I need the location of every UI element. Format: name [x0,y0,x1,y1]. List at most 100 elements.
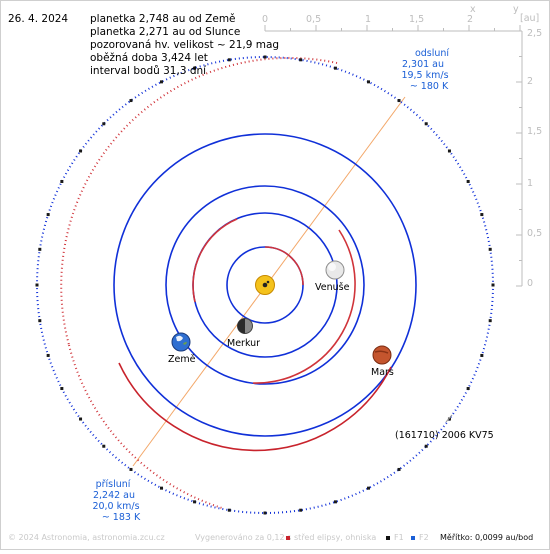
date-label: 26. 4. 2024 [8,13,69,25]
asteroid-position-point [79,149,83,153]
asteroid-position-point [299,58,303,62]
asteroid-position-point [263,511,267,515]
f2-legend: F2 [411,533,429,542]
mars-label: Mars [371,367,394,378]
asteroid-position-point [447,417,451,421]
asteroid-position-point [488,319,492,323]
asteroid-position-point [102,444,106,448]
y-tick-label-4: 0,5 [527,228,543,239]
info-line-1: planetka 2,748 au od Země [90,13,236,25]
info-line-2: planetka 2,271 au od Slunce [90,26,241,38]
f2-marker-swatch [411,535,415,540]
asteroid-position-point [129,467,133,471]
mercury-label: Merkur [227,338,261,349]
x-tick-label-3: 1,5 [409,14,425,25]
asteroid-position-point [466,179,470,183]
mercury-orbit-arc [264,246,304,286]
asteroid-position-point [193,66,197,70]
mars-orbit-arc [118,362,392,452]
x-tick-label-1: 0,5 [306,14,322,25]
copyright-text: © 2024 Astronomia, astronomia.zcu.cz [8,533,165,542]
asteroid-position-point [159,80,163,84]
asteroid-position-points [35,55,495,515]
earth-label: Země [168,354,196,365]
f2-label: F2 [419,533,429,542]
asteroid-position-point [193,500,197,504]
earth-planet [171,332,191,352]
asteroid-orbit-red-lower [68,344,223,509]
perihelion-temperature: ~ 183 K [101,512,141,523]
f1-marker-swatch [386,535,390,540]
perihelion-title: přísluní [95,479,131,490]
asteroid-position-point [333,66,337,70]
asteroid-position-point [38,247,42,251]
asteroid-position-point [488,247,492,251]
x-axis-label: x [470,4,476,15]
y-tick-label-1: 2 [527,76,534,87]
y-axis-label: y [513,4,519,15]
asteroid-position-point [480,353,484,357]
y-tick-label-5: 0 [527,278,534,289]
y-ticks [516,30,522,287]
asteroid-position-point [46,213,50,217]
asteroid-position-point [263,55,267,59]
mars-orbit-blue [113,133,417,437]
asteroid-orbit-red [60,56,338,346]
y-tick-label-2: 1,5 [527,126,543,137]
earth-orbit [165,185,365,385]
mars-planet [372,345,392,365]
generated-text: Vygenerováno za 0,12 s [195,533,292,542]
unit-label: [au] [520,13,540,24]
aphelion-title: odsluní [414,48,450,59]
asteroid-position-point [35,283,39,287]
earth-orbit-arc [252,229,356,384]
asteroid-position-point [102,122,106,126]
mercury-planet [237,318,253,334]
x-tick-label-0: 0 [262,14,269,25]
asteroid-position-point [480,213,484,217]
asteroid-position-point [424,444,428,448]
info-line-3: pozorovaná hv. velikost ~ 21,9 mag [90,39,280,51]
asteroid-label: (161710) 2006 KV75 [395,430,494,441]
asteroid-position-point [60,179,64,183]
y-tick-label-3: 1 [527,178,534,189]
asteroid-position-point [227,508,231,512]
perihelion-distance: 2,242 au [92,490,136,501]
venus-planet [325,260,345,280]
asteroid-position-point [38,319,42,323]
f1-label: F1 [394,533,404,542]
scale-text: Měřítko: 0,0099 au/bod [440,533,534,542]
venus-label: Venuše [315,282,350,293]
aphelion-distance: 2,301 au [401,59,445,70]
asteroid-position-point [367,486,371,490]
asteroid-position-point [227,58,231,62]
f1-legend: F1 [386,533,404,542]
asteroid-position-point [60,387,64,391]
asteroid-position-point [333,500,337,504]
scale-axes [265,30,523,286]
asteroid-marker [445,414,453,423]
perihelion-speed: 20,0 km/s [92,501,140,512]
asteroid-position-point [397,99,401,103]
asteroid-position-point [159,486,163,490]
center-legend-label: střed elipsy, ohniska [294,533,377,542]
asteroid-position-point [447,149,451,153]
center-legend-text: střed elipsy, ohniska [286,533,376,542]
x-ticks [264,25,521,31]
info-line-5: interval bodů 31,3 dní [90,65,207,77]
asteroid-position-point [491,283,495,287]
x-tick-label-4: 2 [467,14,474,25]
info-line-4: oběžná doba 3,424 let [90,52,208,64]
asteroid-position-point [367,80,371,84]
aphelion-speed: 19,5 km/s [401,70,449,81]
asteroid-position-point [46,353,50,357]
x-tick-label-2: 1 [365,14,372,25]
asteroid-position-point [299,508,303,512]
aphelion-temperature: ~ 180 K [409,81,449,92]
sun [255,275,275,295]
asteroid-position-point [424,122,428,126]
center-marker-swatch [286,535,290,540]
